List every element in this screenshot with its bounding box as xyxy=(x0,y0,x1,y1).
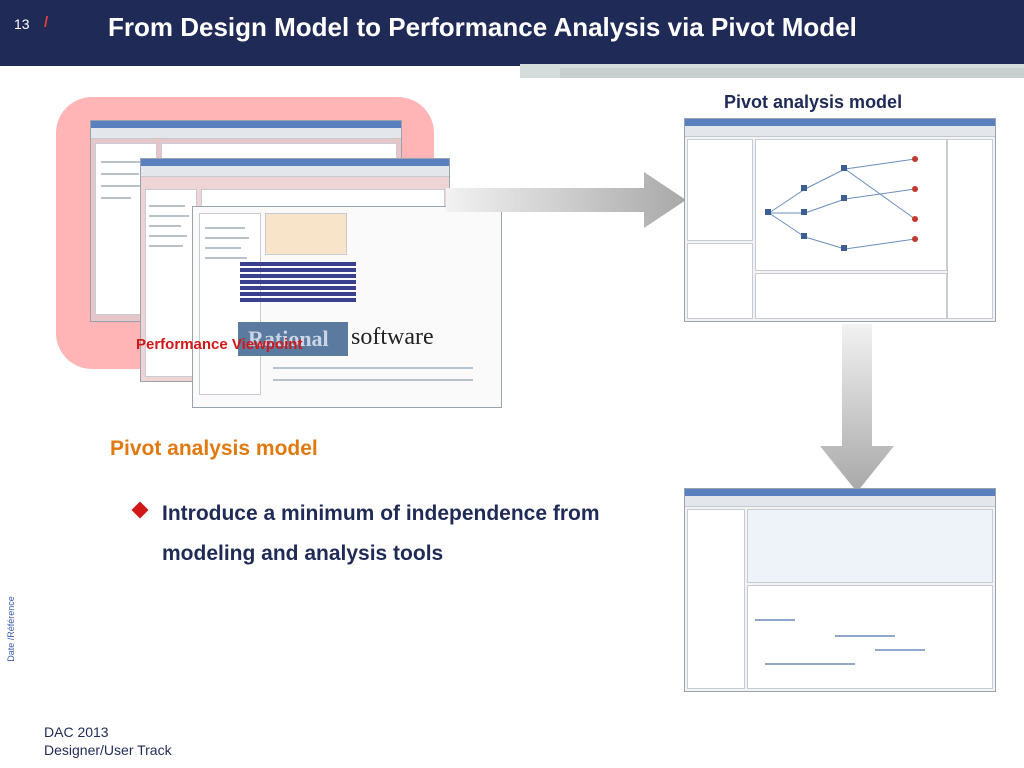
header-bar xyxy=(0,0,1024,66)
software-logo-text: software xyxy=(351,324,434,350)
ibm-logo-icon xyxy=(240,262,356,306)
slide-separator: / xyxy=(44,14,49,31)
analysis-tool-screenshot xyxy=(684,488,996,692)
diamond-bullet-icon xyxy=(131,501,149,519)
section-heading: Pivot analysis model xyxy=(110,437,318,460)
performance-viewpoint-label: Performance Viewpoint xyxy=(136,336,303,353)
header-accent-band-inner xyxy=(560,68,1024,78)
footer-line-event: DAC 2013 xyxy=(44,724,109,740)
rational-logo-box xyxy=(238,322,348,356)
design-tool-screenshot-front xyxy=(192,206,502,408)
pivot-model-screenshot xyxy=(684,118,996,322)
arrow-down-icon xyxy=(820,324,894,492)
footer: DAC 2013 Designer/User Track xyxy=(44,723,172,759)
pivot-model-label: Pivot analysis model xyxy=(724,92,903,112)
rational-logo-text: Rational xyxy=(248,326,329,351)
side-date-reference: Date /Référence xyxy=(5,596,16,662)
slide-number: 13 xyxy=(14,16,30,32)
footer-line-track: Designer/User Track xyxy=(44,742,172,758)
arrow-right-icon xyxy=(446,172,686,228)
bullet-text: Introduce a minimum of independence from… xyxy=(162,502,600,565)
slide-title: From Design Model to Performance Analysi… xyxy=(108,12,857,42)
